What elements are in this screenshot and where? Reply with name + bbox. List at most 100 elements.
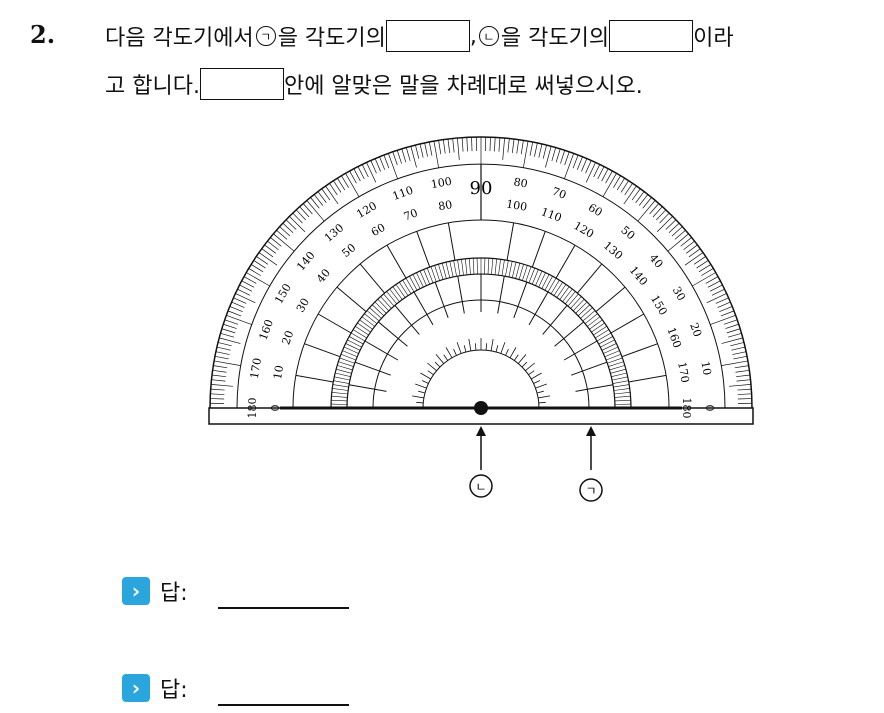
outer-tick xyxy=(719,306,733,313)
ring-tick xyxy=(350,332,366,342)
ring-tick xyxy=(595,329,610,339)
outer-tick xyxy=(419,143,424,158)
inner-tick xyxy=(434,281,445,307)
inner-small-tick xyxy=(528,314,536,326)
outer-scale-label: 120 xyxy=(354,199,379,221)
answer-blank-1[interactable] xyxy=(385,20,470,52)
inner-scale-label: 70 xyxy=(402,206,420,223)
outer-tick xyxy=(231,301,245,308)
center-tick xyxy=(427,362,437,372)
ring-tick xyxy=(591,322,605,333)
inner-scale-label: 40 xyxy=(314,266,333,285)
outer-tick xyxy=(502,138,505,160)
outer-tick xyxy=(256,256,269,265)
center-tick xyxy=(468,338,472,351)
outer-tick xyxy=(494,137,496,152)
outer-tick xyxy=(688,248,701,258)
inner-tick xyxy=(354,361,380,372)
inner-scale-label: 130 xyxy=(601,239,625,262)
ring-tick xyxy=(582,310,596,322)
outer-tick xyxy=(273,233,295,252)
ring-tick xyxy=(361,316,375,327)
ring-tick xyxy=(374,301,387,314)
inner-tick xyxy=(364,340,388,355)
inner-scale-label: 60 xyxy=(369,221,388,239)
ring-tick xyxy=(340,353,357,361)
marker-nieun: ㄴ xyxy=(475,480,486,494)
degree-line xyxy=(447,222,456,261)
outer-tick xyxy=(602,173,617,197)
ring-tick xyxy=(515,263,521,279)
ring-tick xyxy=(518,264,524,280)
outer-tick xyxy=(226,314,252,325)
outer-tick xyxy=(410,146,417,168)
center-tick xyxy=(443,354,449,361)
ring-tick xyxy=(604,350,620,357)
outer-tick xyxy=(366,162,377,183)
outer-tick xyxy=(684,252,704,266)
outer-tick xyxy=(674,229,686,240)
label-90: 90 xyxy=(470,178,493,199)
degree-line xyxy=(506,222,515,261)
outer-tick xyxy=(649,203,660,215)
outer-tick xyxy=(725,323,739,329)
degree-line xyxy=(304,343,341,358)
answer-blank-2[interactable] xyxy=(609,20,694,52)
center-tick xyxy=(531,372,542,380)
outer-tick xyxy=(210,393,225,395)
outer-tick xyxy=(210,388,225,391)
outer-scale-label: 0 xyxy=(703,405,716,412)
inner-small-tick xyxy=(387,353,399,361)
center-tick xyxy=(416,401,424,404)
outer-tick xyxy=(246,272,270,287)
outer-tick xyxy=(585,162,596,183)
inner-tick xyxy=(563,321,584,339)
outer-tick xyxy=(353,168,361,182)
answer-row-2: › 답: xyxy=(122,672,349,706)
degree-line xyxy=(628,374,667,383)
ring-tick xyxy=(603,346,619,354)
outer-tick xyxy=(668,222,680,233)
outer-tick xyxy=(289,216,306,233)
inner-tick xyxy=(517,281,528,307)
outer-scale-label: 180 xyxy=(246,398,259,419)
ring-tick xyxy=(596,332,612,342)
outer-tick xyxy=(597,166,605,180)
ring-tick xyxy=(522,265,528,281)
center-tick xyxy=(485,343,488,351)
outer-tick xyxy=(276,229,288,240)
inner-small-tick xyxy=(542,324,551,335)
outer-tick xyxy=(605,170,613,184)
ring-tick xyxy=(331,395,348,398)
outer-tick xyxy=(624,183,633,196)
outer-tick xyxy=(220,332,235,338)
inner-tick xyxy=(534,291,549,315)
outer-tick xyxy=(258,252,278,266)
outer-tick xyxy=(732,351,747,355)
outer-tick xyxy=(424,142,428,157)
ring-tick xyxy=(613,384,630,388)
outer-tick xyxy=(555,148,561,163)
answer-line-1[interactable] xyxy=(218,607,349,609)
ring-tick xyxy=(535,270,543,286)
ring-tick xyxy=(434,265,440,281)
ring-tick xyxy=(405,277,415,293)
ring-tick xyxy=(352,329,367,339)
outer-tick xyxy=(299,206,310,218)
ring-tick xyxy=(389,288,400,302)
outer-tick xyxy=(737,388,752,391)
outer-tick xyxy=(214,355,229,360)
outer-scale-label: 80 xyxy=(513,175,529,190)
outer-tick xyxy=(576,156,583,170)
outer-tick xyxy=(667,233,689,252)
degree-line xyxy=(531,231,546,268)
ring-tick xyxy=(409,276,418,291)
center-tick xyxy=(434,361,441,368)
outer-tick xyxy=(717,301,731,308)
ring-tick xyxy=(570,296,582,309)
answer-line-2[interactable] xyxy=(218,704,349,706)
outer-tick xyxy=(292,212,303,224)
outer-tick xyxy=(731,346,746,351)
outer-tick xyxy=(692,272,716,287)
inner-scale-label: 120 xyxy=(571,219,596,241)
